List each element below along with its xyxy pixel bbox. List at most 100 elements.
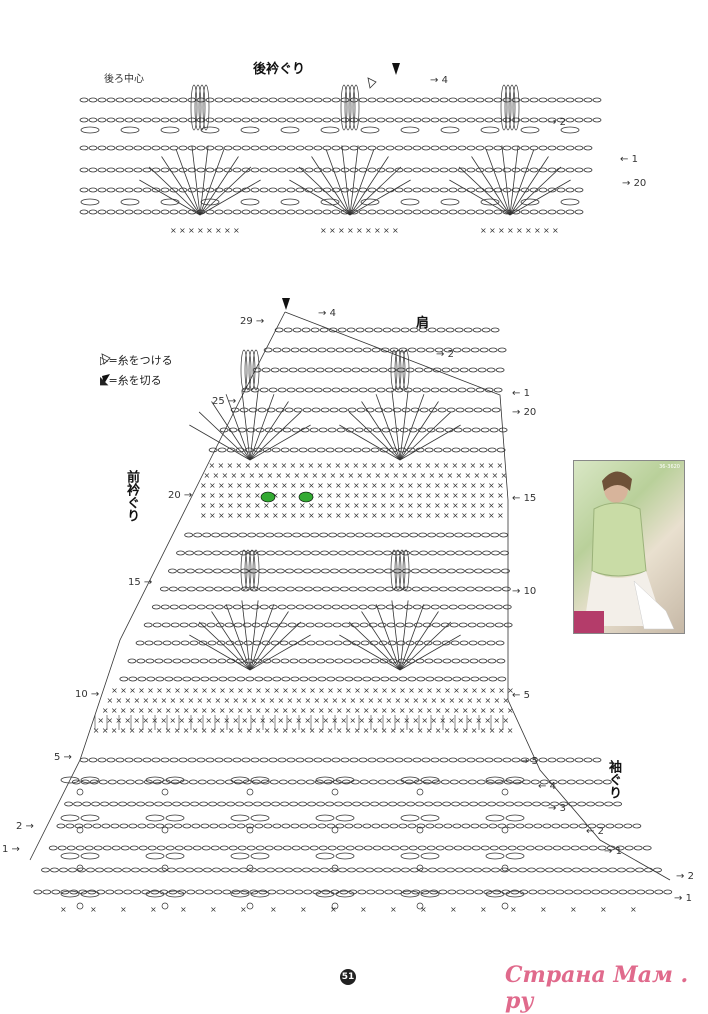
stitch-mark: [311, 550, 320, 556]
stitch-mark: [151, 167, 161, 173]
stitch-mark: ×: [281, 461, 288, 470]
stitch-mark: [160, 126, 180, 134]
stitch-mark: [257, 550, 266, 556]
stitch-mark: [205, 209, 215, 215]
stitch-mark: [292, 327, 302, 333]
stitch-mark: [468, 640, 478, 646]
stitch-mark: [311, 867, 320, 873]
stitch-mark: [106, 167, 116, 173]
stitch-mark: [400, 776, 420, 784]
stitch-mark: [304, 604, 314, 610]
stitch-mark: ×: [231, 471, 238, 480]
stitch-mark: [250, 776, 270, 784]
stitch-mark: [158, 867, 167, 873]
stitch-mark: [133, 145, 143, 151]
stitch-mark: ×: [254, 481, 261, 490]
stitch-mark: [124, 117, 134, 123]
stitch-mark: [511, 757, 521, 763]
stitch-mark: ×: [502, 716, 509, 725]
stitch-mark: [421, 209, 431, 215]
stitch-mark: [313, 167, 323, 173]
stitch-mark: ×: [312, 471, 319, 480]
stitch-mark: ×: [345, 726, 352, 735]
stitch-mark: [424, 801, 434, 807]
stitch-mark: ×: [129, 686, 136, 695]
stitch-mark: ×: [272, 491, 279, 500]
stitch-mark: ×: [237, 706, 244, 715]
stitch-mark: [290, 347, 300, 353]
stitch-mark: ×: [264, 686, 271, 695]
stitch-mark: [276, 889, 286, 895]
stitch-mark: [448, 757, 458, 763]
stitch-mark: ×: [278, 696, 285, 705]
stitch-mark: [545, 867, 554, 873]
stitch-mark: [424, 447, 434, 453]
stitch-mark: [227, 823, 237, 829]
stitch-mark: [451, 658, 461, 664]
stitch-mark: ×: [251, 696, 258, 705]
stitch-mark: [250, 97, 260, 103]
stitch-mark: [295, 757, 305, 763]
stitch-mark: [480, 427, 490, 433]
stitch-mark: [259, 117, 269, 123]
stitch-mark: [482, 407, 492, 413]
stitch-mark: ×: [440, 696, 447, 705]
stitch-mark: [464, 867, 473, 873]
stitch-mark: [423, 640, 433, 646]
stitch-mark: ×: [497, 491, 504, 500]
stitch-mark: ×: [200, 491, 207, 500]
stitch-mark: [574, 145, 584, 151]
stitch-mark: [74, 823, 84, 829]
stitch-mark: [50, 867, 59, 873]
stitch-mark: [307, 658, 317, 664]
stitch-mark: ×: [402, 471, 409, 480]
stitch-mark: [178, 117, 188, 123]
stitch-mark: [41, 867, 50, 873]
stitch-mark: [374, 407, 384, 413]
stitch-mark: [430, 209, 440, 215]
stitch-mark: [285, 586, 295, 592]
stitch-mark: [448, 387, 458, 393]
stitch-mark: [322, 387, 332, 393]
stitch-mark: [155, 676, 165, 682]
stitch-mark: [348, 411, 401, 461]
stitch-mark: [523, 801, 532, 807]
stitch-mark: [259, 187, 269, 193]
stitch-mark: [548, 779, 558, 785]
stitch-mark: ×: [179, 226, 186, 235]
stitch-mark: [230, 407, 240, 413]
stitch-mark: [371, 823, 381, 829]
stitch-mark: [241, 390, 251, 461]
stitch-mark: ×: [341, 696, 348, 705]
stitch-mark: [416, 347, 426, 353]
stitch-mark: ×: [376, 716, 383, 725]
stitch-mark: [242, 622, 252, 628]
stitch-mark: [156, 845, 166, 851]
stitch-mark: [237, 845, 247, 851]
stitch-mark: [538, 757, 548, 763]
stitch-mark: [229, 532, 239, 538]
stitch-mark: [252, 349, 260, 391]
stitch-mark: [351, 367, 361, 373]
stitch-mark: [201, 845, 211, 851]
stitch-mark: [331, 117, 341, 123]
stitch-mark: [230, 890, 250, 898]
stitch-mark: [432, 367, 442, 373]
stitch-mark: [479, 347, 489, 353]
stitch-mark: ×: [479, 491, 486, 500]
stitch-mark: [378, 367, 388, 373]
stitch-mark: [439, 387, 449, 393]
stitch-mark: [483, 568, 492, 574]
stitch-mark: [60, 890, 80, 898]
stitch-mark: ×: [143, 696, 150, 705]
stitch-mark: [260, 779, 270, 785]
stitch-mark: ×: [321, 471, 328, 480]
stitch-mark: ×: [466, 716, 473, 725]
stitch-mark: [119, 823, 129, 829]
stitch-mark: [200, 823, 210, 829]
stitch-mark: [217, 658, 227, 664]
stitch-mark: [76, 788, 84, 796]
stitch-mark: ×: [299, 511, 306, 520]
stitch-mark: ×: [507, 686, 514, 695]
stitch-mark: [433, 658, 443, 664]
